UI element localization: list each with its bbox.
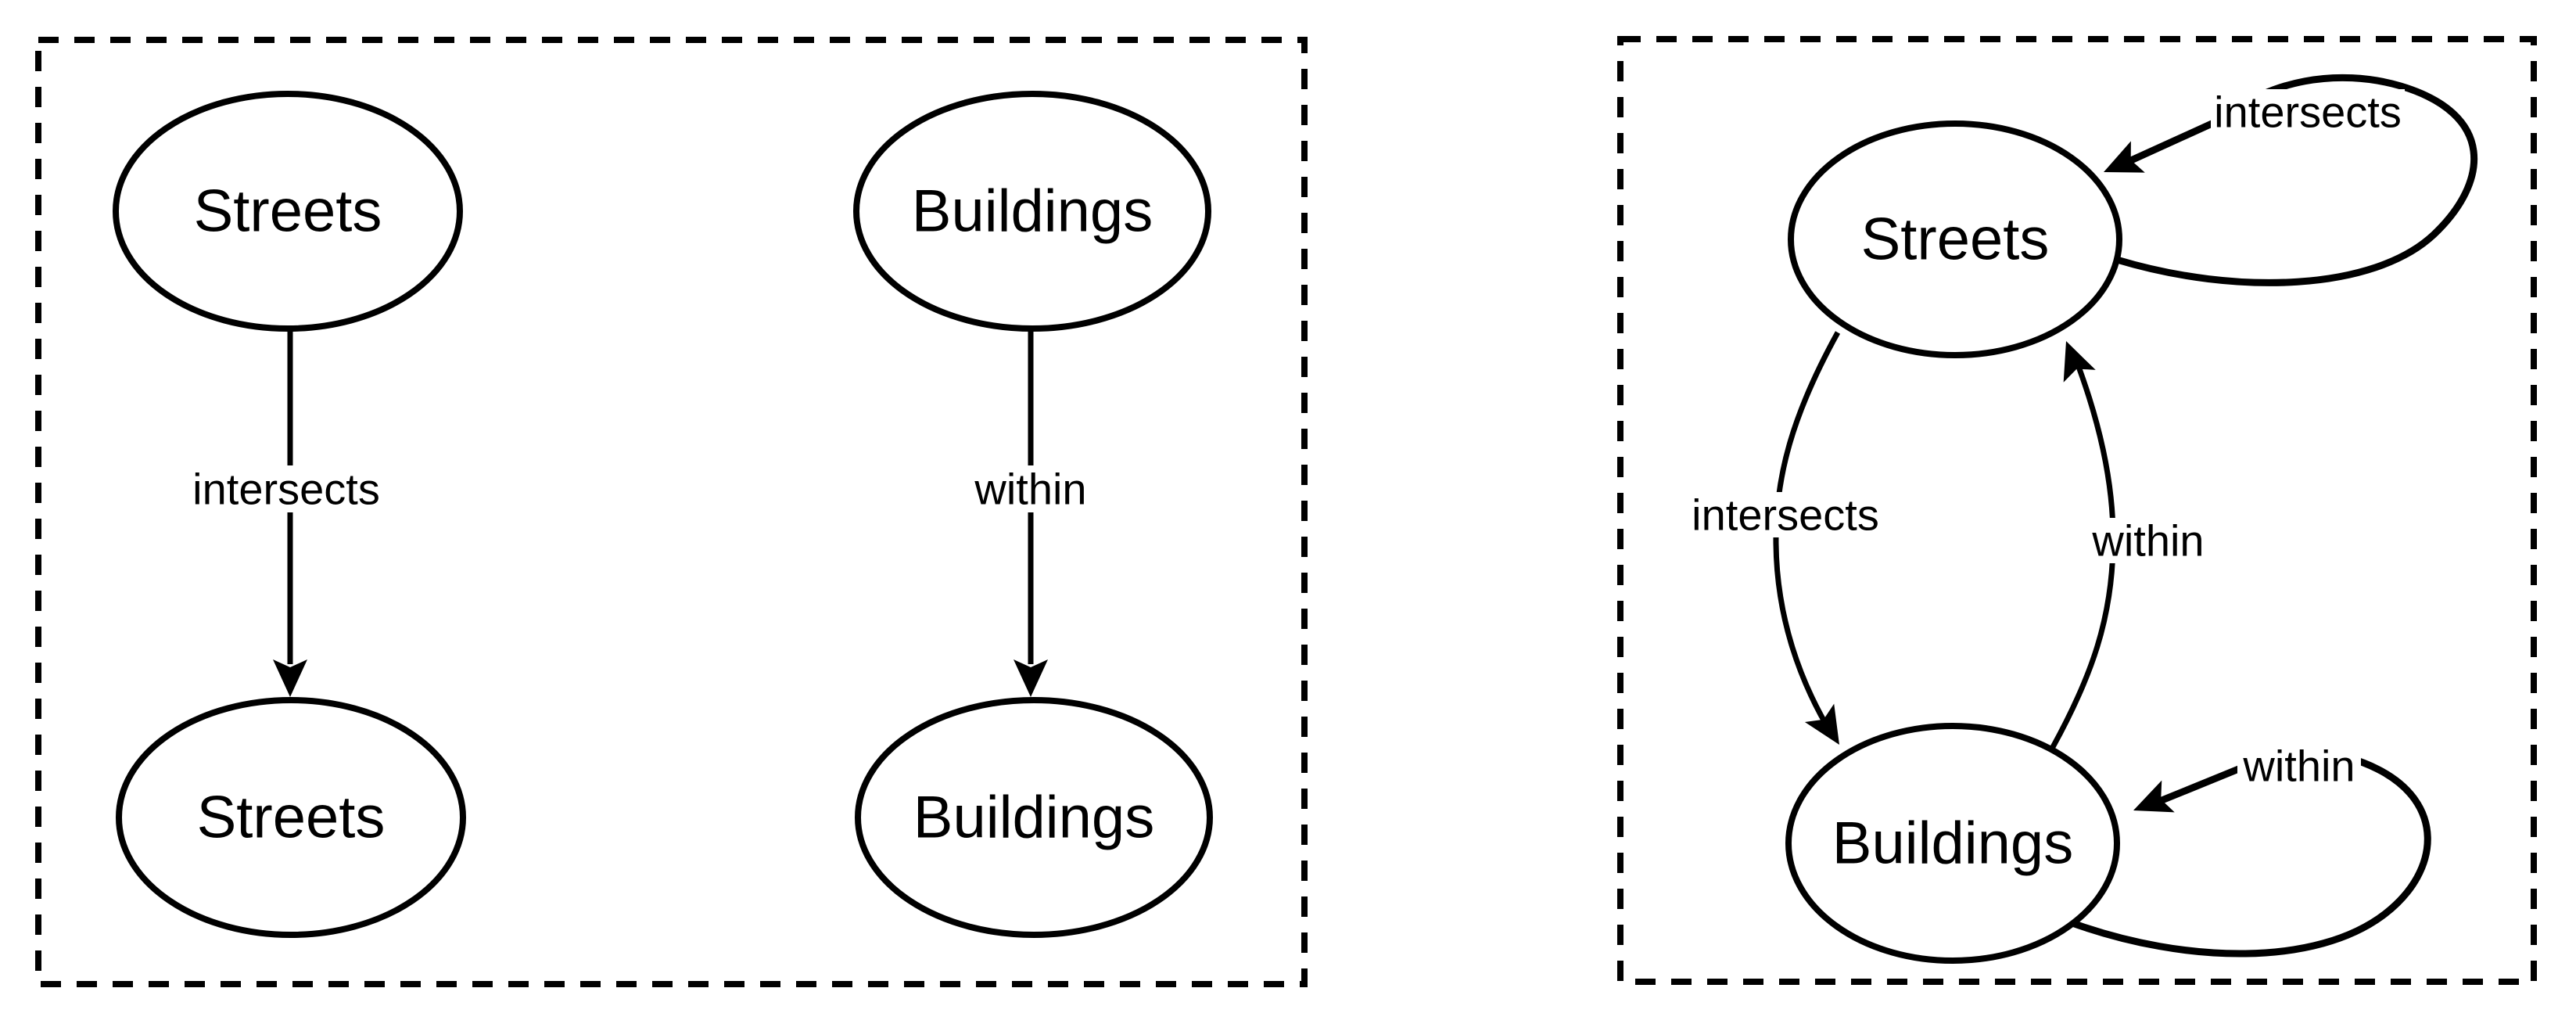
edge-label-bg <box>2237 743 2361 789</box>
edge-label: intersects <box>2214 88 2402 137</box>
edge-label-buildings-within-buildings: within <box>967 465 1094 514</box>
arrowhead-icon <box>273 659 307 697</box>
edge-streets-self-loop <box>2104 74 2478 286</box>
edge-label-bg <box>2086 518 2210 563</box>
edge-label: intersects <box>1692 490 1879 540</box>
node-buildings-top: Buildings <box>853 91 1211 332</box>
node-streets-top: Streets <box>113 91 463 332</box>
node-ellipse <box>1785 723 2120 964</box>
edge-label-streets-to-buildings: intersects <box>1688 490 1882 540</box>
edge-line <box>2115 74 2478 286</box>
edge-label-bg <box>1688 492 1882 537</box>
arrowhead-icon <box>1804 703 1839 745</box>
arrowhead-icon <box>1014 659 1048 697</box>
left-panel-border <box>35 37 1308 987</box>
node-buildings: Buildings <box>1785 723 2120 964</box>
node-buildings-bottom: Buildings <box>855 697 1213 938</box>
edge-label: within <box>2091 516 2204 566</box>
edge-label-bg <box>2211 89 2405 135</box>
edge-streets-to-buildings <box>1773 331 1841 745</box>
arrowhead-icon <box>2104 141 2145 173</box>
node-streets-bottom: Streets <box>116 697 466 938</box>
node-label: Buildings <box>1832 810 2073 877</box>
edge-label-streets-intersects-streets: intersects <box>188 465 385 514</box>
node-label: Buildings <box>912 178 1153 245</box>
edge-label-bg <box>188 465 385 512</box>
node-streets: Streets <box>1788 120 2122 358</box>
node-ellipse <box>853 91 1211 332</box>
node-label: Buildings <box>913 785 1154 851</box>
arrowhead-icon <box>2063 341 2096 383</box>
edge-label-buildings-to-streets: within <box>2086 516 2210 566</box>
node-label: Streets <box>197 785 386 851</box>
node-ellipse <box>855 697 1213 938</box>
edge-line <box>1773 331 1841 735</box>
arrowhead-icon <box>2133 780 2175 813</box>
node-label: Streets <box>194 178 382 245</box>
node-label: Streets <box>1861 207 2050 273</box>
node-ellipse <box>113 91 463 332</box>
node-ellipse <box>116 697 466 938</box>
right-panel-border <box>1617 36 2537 985</box>
edge-label-streets-self-loop: intersects <box>2211 88 2405 137</box>
edge-label: within <box>2242 742 2355 791</box>
left-panel-edges <box>273 329 1048 697</box>
node-ellipse <box>1788 120 2122 358</box>
edge-label-bg <box>967 465 1094 512</box>
edge-label-buildings-self-loop: within <box>2237 742 2361 791</box>
edge-label: intersects <box>192 465 380 514</box>
edge-label: within <box>974 465 1086 514</box>
